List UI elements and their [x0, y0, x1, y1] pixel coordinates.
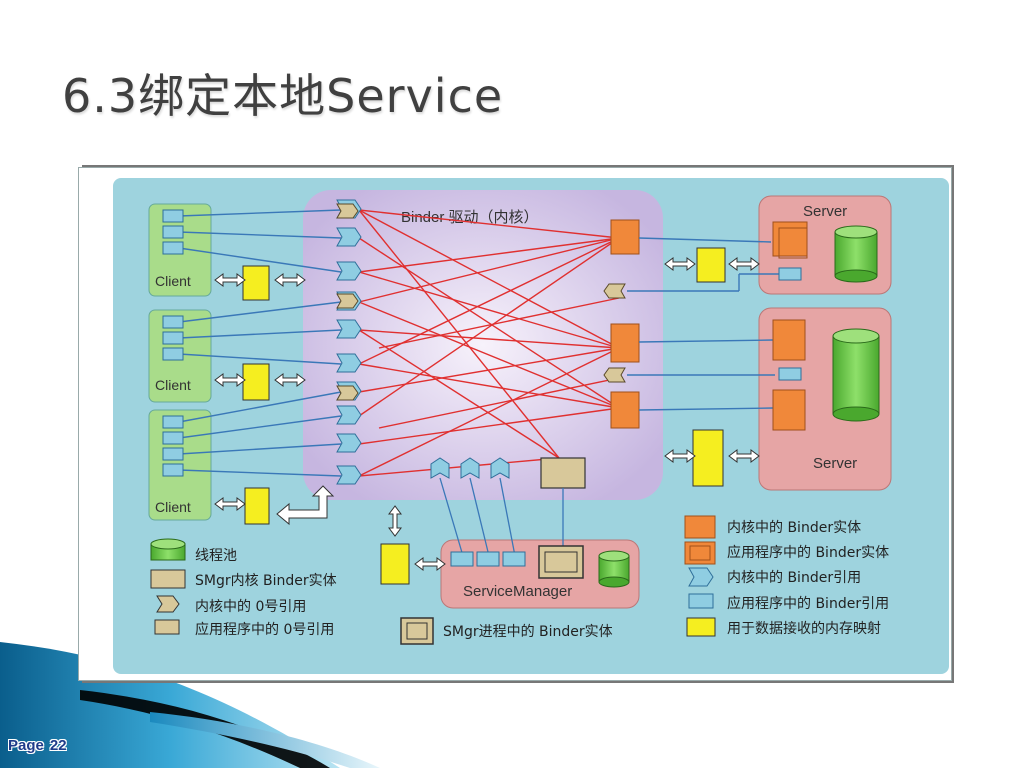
server-label: Server [813, 455, 857, 472]
service-manager-internals [450, 545, 584, 579]
kernel-cross-links [358, 209, 620, 477]
data-transfer-arrows [214, 257, 760, 571]
thread-pools [598, 225, 880, 588]
memory-mappings [242, 247, 726, 585]
client-links [178, 209, 342, 477]
page-label: Page [8, 737, 44, 754]
svg-text:应用程序中的 0号引用: 应用程序中的 0号引用 [195, 621, 334, 638]
client-label: Client [155, 377, 191, 393]
svg-text:内核中的 0号引用: 内核中的 0号引用 [195, 599, 306, 615]
binder-diagram-svg: Binder 驱动（内核） Client Client Client Serve… [113, 178, 949, 674]
legend-item-kernel-binder-reference: 内核中的 Binder引用 [688, 567, 861, 587]
legend-item-smgr-process-entity: SMgr进程中的 Binder实体 [400, 617, 613, 645]
client-label: Client [155, 499, 191, 515]
svg-text:SMgr进程中的 Binder实体: SMgr进程中的 Binder实体 [443, 624, 613, 640]
server-links [627, 237, 779, 411]
legend-item-app-zero-reference: 应用程序中的 0号引用 [154, 619, 334, 638]
legend-middle: SMgr进程中的 Binder实体 [400, 617, 613, 645]
kernel-binder-entities [610, 219, 640, 429]
legend-item-smgr-kernel-entity: SMgr内核 Binder实体 [150, 569, 337, 589]
smgr-kernel-entity [540, 457, 586, 489]
svg-text:应用程序中的 Binder实体: 应用程序中的 Binder实体 [727, 544, 889, 561]
legend-left: 线程池 SMgr内核 Binder实体 内核中的 0号引用 应用程序中的 0号引… [150, 538, 337, 638]
app-binder-entities [772, 221, 808, 431]
binder-driver-label: Binder 驱动（内核） [401, 209, 539, 226]
slide-title: 6.3绑定本地Service [62, 69, 504, 123]
legend-item-app-binder-reference: 应用程序中的 Binder引用 [688, 593, 889, 612]
service-manager-label: ServiceManager [463, 583, 572, 600]
binder-architecture-figure: Binder 驱动（内核） Client Client Client Serve… [78, 167, 952, 681]
server-app-references [778, 267, 802, 381]
smgr-links [439, 477, 564, 557]
kernel-zero-references [336, 203, 626, 401]
legend-item-kernel-zero-reference: 内核中的 0号引用 [156, 595, 306, 615]
page-number-value: 22 [49, 737, 67, 754]
svg-text:内核中的 Binder引用: 内核中的 Binder引用 [727, 570, 861, 586]
legend-item-memory-mapping: 用于数据接收的内存映射 [686, 617, 881, 637]
svg-text:内核中的 Binder实体: 内核中的 Binder实体 [727, 520, 861, 536]
svg-text:线程池: 线程池 [195, 548, 237, 564]
svg-text:用于数据接收的内存映射: 用于数据接收的内存映射 [727, 620, 881, 637]
legend-item-kernel-binder-entity: 内核中的 Binder实体 [684, 515, 861, 539]
svg-text:SMgr内核 Binder实体: SMgr内核 Binder实体 [195, 573, 337, 589]
client-label: Client [155, 273, 191, 289]
legend-right: 内核中的 Binder实体 应用程序中的 Binder实体 内核中的 Binde… [684, 515, 889, 637]
page-number: Page 22 [8, 737, 73, 754]
smgr-kernel-references [430, 457, 510, 479]
client-app-references [162, 209, 184, 477]
server-label: Server [803, 203, 847, 220]
legend-item-thread-pool: 线程池 [150, 538, 237, 564]
legend-item-app-binder-entity: 应用程序中的 Binder实体 [684, 541, 889, 565]
svg-text:应用程序中的 Binder引用: 应用程序中的 Binder引用 [727, 595, 889, 612]
